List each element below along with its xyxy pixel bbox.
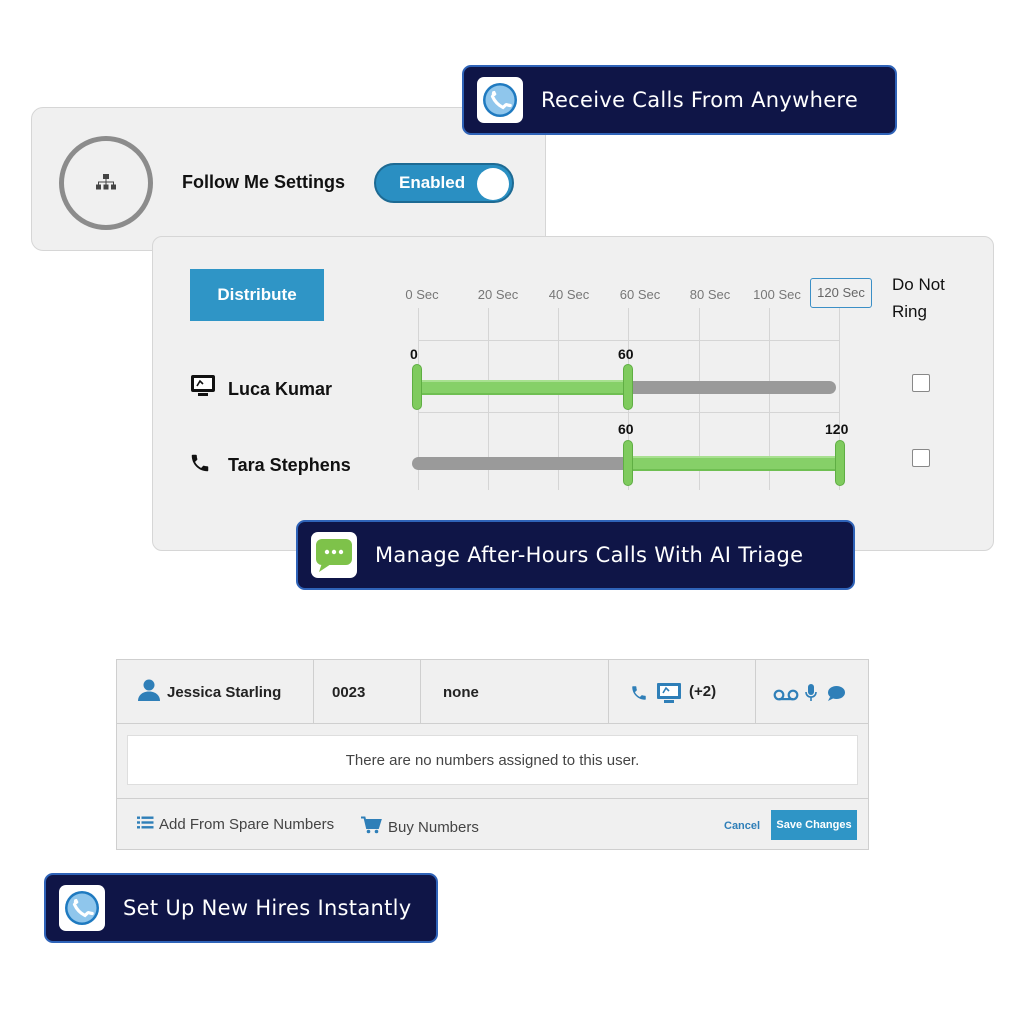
tick-label: 100 Sec [753, 287, 801, 302]
tick-label: 40 Sec [548, 287, 590, 302]
grid-line [558, 308, 559, 490]
org-chart-icon [95, 173, 117, 196]
follow-me-avatar-ring [59, 136, 153, 230]
row-name: Luca Kumar [228, 379, 333, 399]
buy-numbers-label: Buy Numbers [388, 818, 479, 836]
phone-logo-icon [477, 77, 523, 123]
toggle-label: Enabled [399, 173, 466, 192]
do-not-ring-header: Do Not Ring [892, 271, 945, 325]
grid-line [839, 308, 840, 490]
user-numbers-card: Jessica Starling 0023 none (+2) [116, 659, 869, 850]
after-hours-badge: Manage After-Hours Calls With AI Triage [296, 520, 855, 590]
add-spare-label: Add From Spare Numbers [159, 816, 335, 833]
cell-divider [608, 660, 609, 723]
user-extension: 0023 [332, 684, 366, 701]
new-hires-badge: Set Up New Hires Instantly [44, 873, 438, 943]
list-icon [137, 816, 154, 833]
range-end-value: 120 [825, 421, 849, 437]
row-divider [117, 723, 868, 724]
save-changes-button[interactable]: Save Changes [771, 810, 857, 840]
user-name[interactable]: Jessica Starling [167, 684, 282, 701]
distribute-label: Distribute [217, 285, 297, 304]
do-not-ring-checkbox[interactable] [912, 449, 930, 467]
row-name: Tara Stephens [228, 455, 351, 475]
devices-extra-count[interactable]: (+2) [689, 683, 717, 700]
grid-line [699, 308, 700, 490]
distribute-button[interactable]: Distribute [190, 269, 324, 321]
cell-divider [313, 660, 314, 723]
cell-divider [755, 660, 756, 723]
dnr-line2: Ring [892, 302, 927, 321]
range-start-value: 60 [618, 421, 634, 437]
voicemail-icon[interactable] [773, 688, 799, 706]
user-avatar-icon [137, 678, 161, 707]
range-end-handle[interactable] [623, 364, 633, 410]
follow-me-toggle[interactable]: Enabled [374, 163, 514, 203]
receive-calls-badge: Receive Calls From Anywhere [462, 65, 897, 135]
do-not-ring-checkbox[interactable] [912, 374, 930, 392]
range-start-value: 0 [410, 346, 418, 362]
row-ring-range[interactable] [628, 456, 840, 471]
buy-numbers-link[interactable]: Buy Numbers [361, 816, 479, 838]
grid-line [418, 412, 839, 413]
range-start-handle[interactable] [623, 440, 633, 486]
chat-icon[interactable] [827, 685, 846, 707]
badge-label: Receive Calls From Anywhere [541, 88, 859, 112]
badge-label: Set Up New Hires Instantly [123, 896, 412, 920]
desk-phone-icon [190, 374, 216, 403]
tick-label: 60 Sec [619, 287, 661, 302]
phone-icon [189, 452, 211, 479]
grid-line [488, 308, 489, 490]
tick-label-selected[interactable]: 120 Sec [810, 278, 872, 308]
follow-me-title: Follow Me Settings [182, 172, 346, 192]
row-divider [117, 798, 868, 799]
toggle-knob [477, 168, 509, 200]
range-start-handle[interactable] [412, 364, 422, 410]
grid-line [418, 340, 839, 341]
tick-label: 20 Sec [477, 287, 519, 302]
microphone-icon[interactable] [805, 683, 817, 708]
badge-label: Manage After-Hours Calls With AI Triage [375, 543, 804, 567]
empty-numbers-message: There are no numbers assigned to this us… [127, 735, 858, 785]
desk-phone-icon[interactable] [656, 682, 682, 709]
chat-bubble-icon [311, 532, 357, 578]
grid-line [769, 308, 770, 490]
add-spare-numbers-link[interactable]: Add From Spare Numbers [137, 816, 334, 833]
save-label: Save Changes [776, 819, 852, 831]
phone-logo-icon [59, 885, 105, 931]
row-ring-range[interactable] [418, 380, 628, 395]
range-end-handle[interactable] [835, 440, 845, 486]
cell-divider [420, 660, 421, 723]
dnr-line1: Do Not [892, 275, 945, 294]
range-end-value: 60 [618, 346, 634, 362]
phone-icon[interactable] [630, 684, 648, 707]
tick-label: 80 Sec [689, 287, 731, 302]
empty-message-text: There are no numbers assigned to this us… [345, 751, 640, 769]
cancel-button[interactable]: Cancel [724, 820, 761, 832]
tick-label: 0 Sec [405, 287, 439, 302]
user-group: none [443, 684, 479, 701]
cart-icon [361, 816, 382, 838]
